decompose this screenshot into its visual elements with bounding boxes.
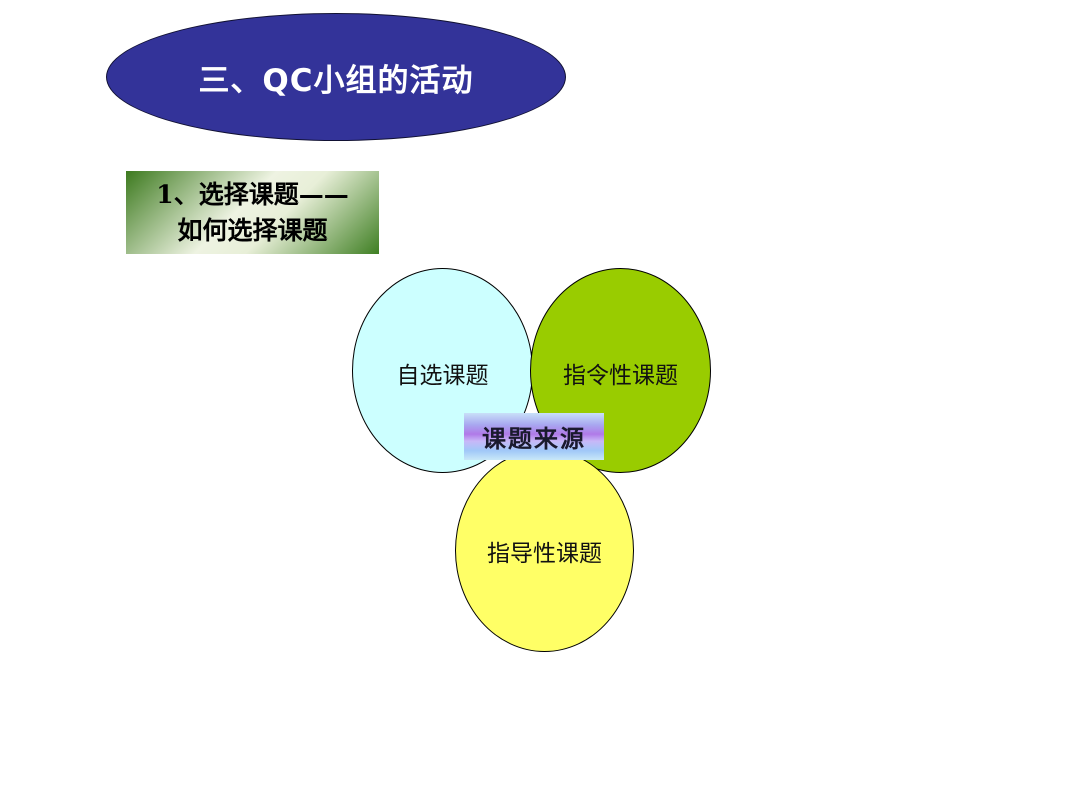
node-guided-topic: 指导性课题: [455, 449, 634, 652]
node-self-selected-topic: 自选课题: [352, 268, 533, 473]
center-label: 课题来源: [482, 424, 586, 453]
node-label: 自选课题: [396, 362, 489, 389]
topic-source-label: 课题来源: [464, 413, 604, 460]
slide-title: 三、QC小组的活动: [198, 62, 474, 99]
subtitle-line-2: 如何选择课题: [177, 215, 328, 245]
section-subtitle-box: 1、选择课题—— 如何选择课题: [126, 171, 379, 254]
node-label: 指导性课题: [487, 540, 602, 567]
subtitle-line-1: 1、选择课题——: [156, 179, 349, 209]
slide-title-ellipse: 三、QC小组的活动: [106, 13, 566, 141]
node-label: 指令性课题: [563, 362, 678, 389]
node-directive-topic: 指令性课题: [530, 268, 711, 473]
